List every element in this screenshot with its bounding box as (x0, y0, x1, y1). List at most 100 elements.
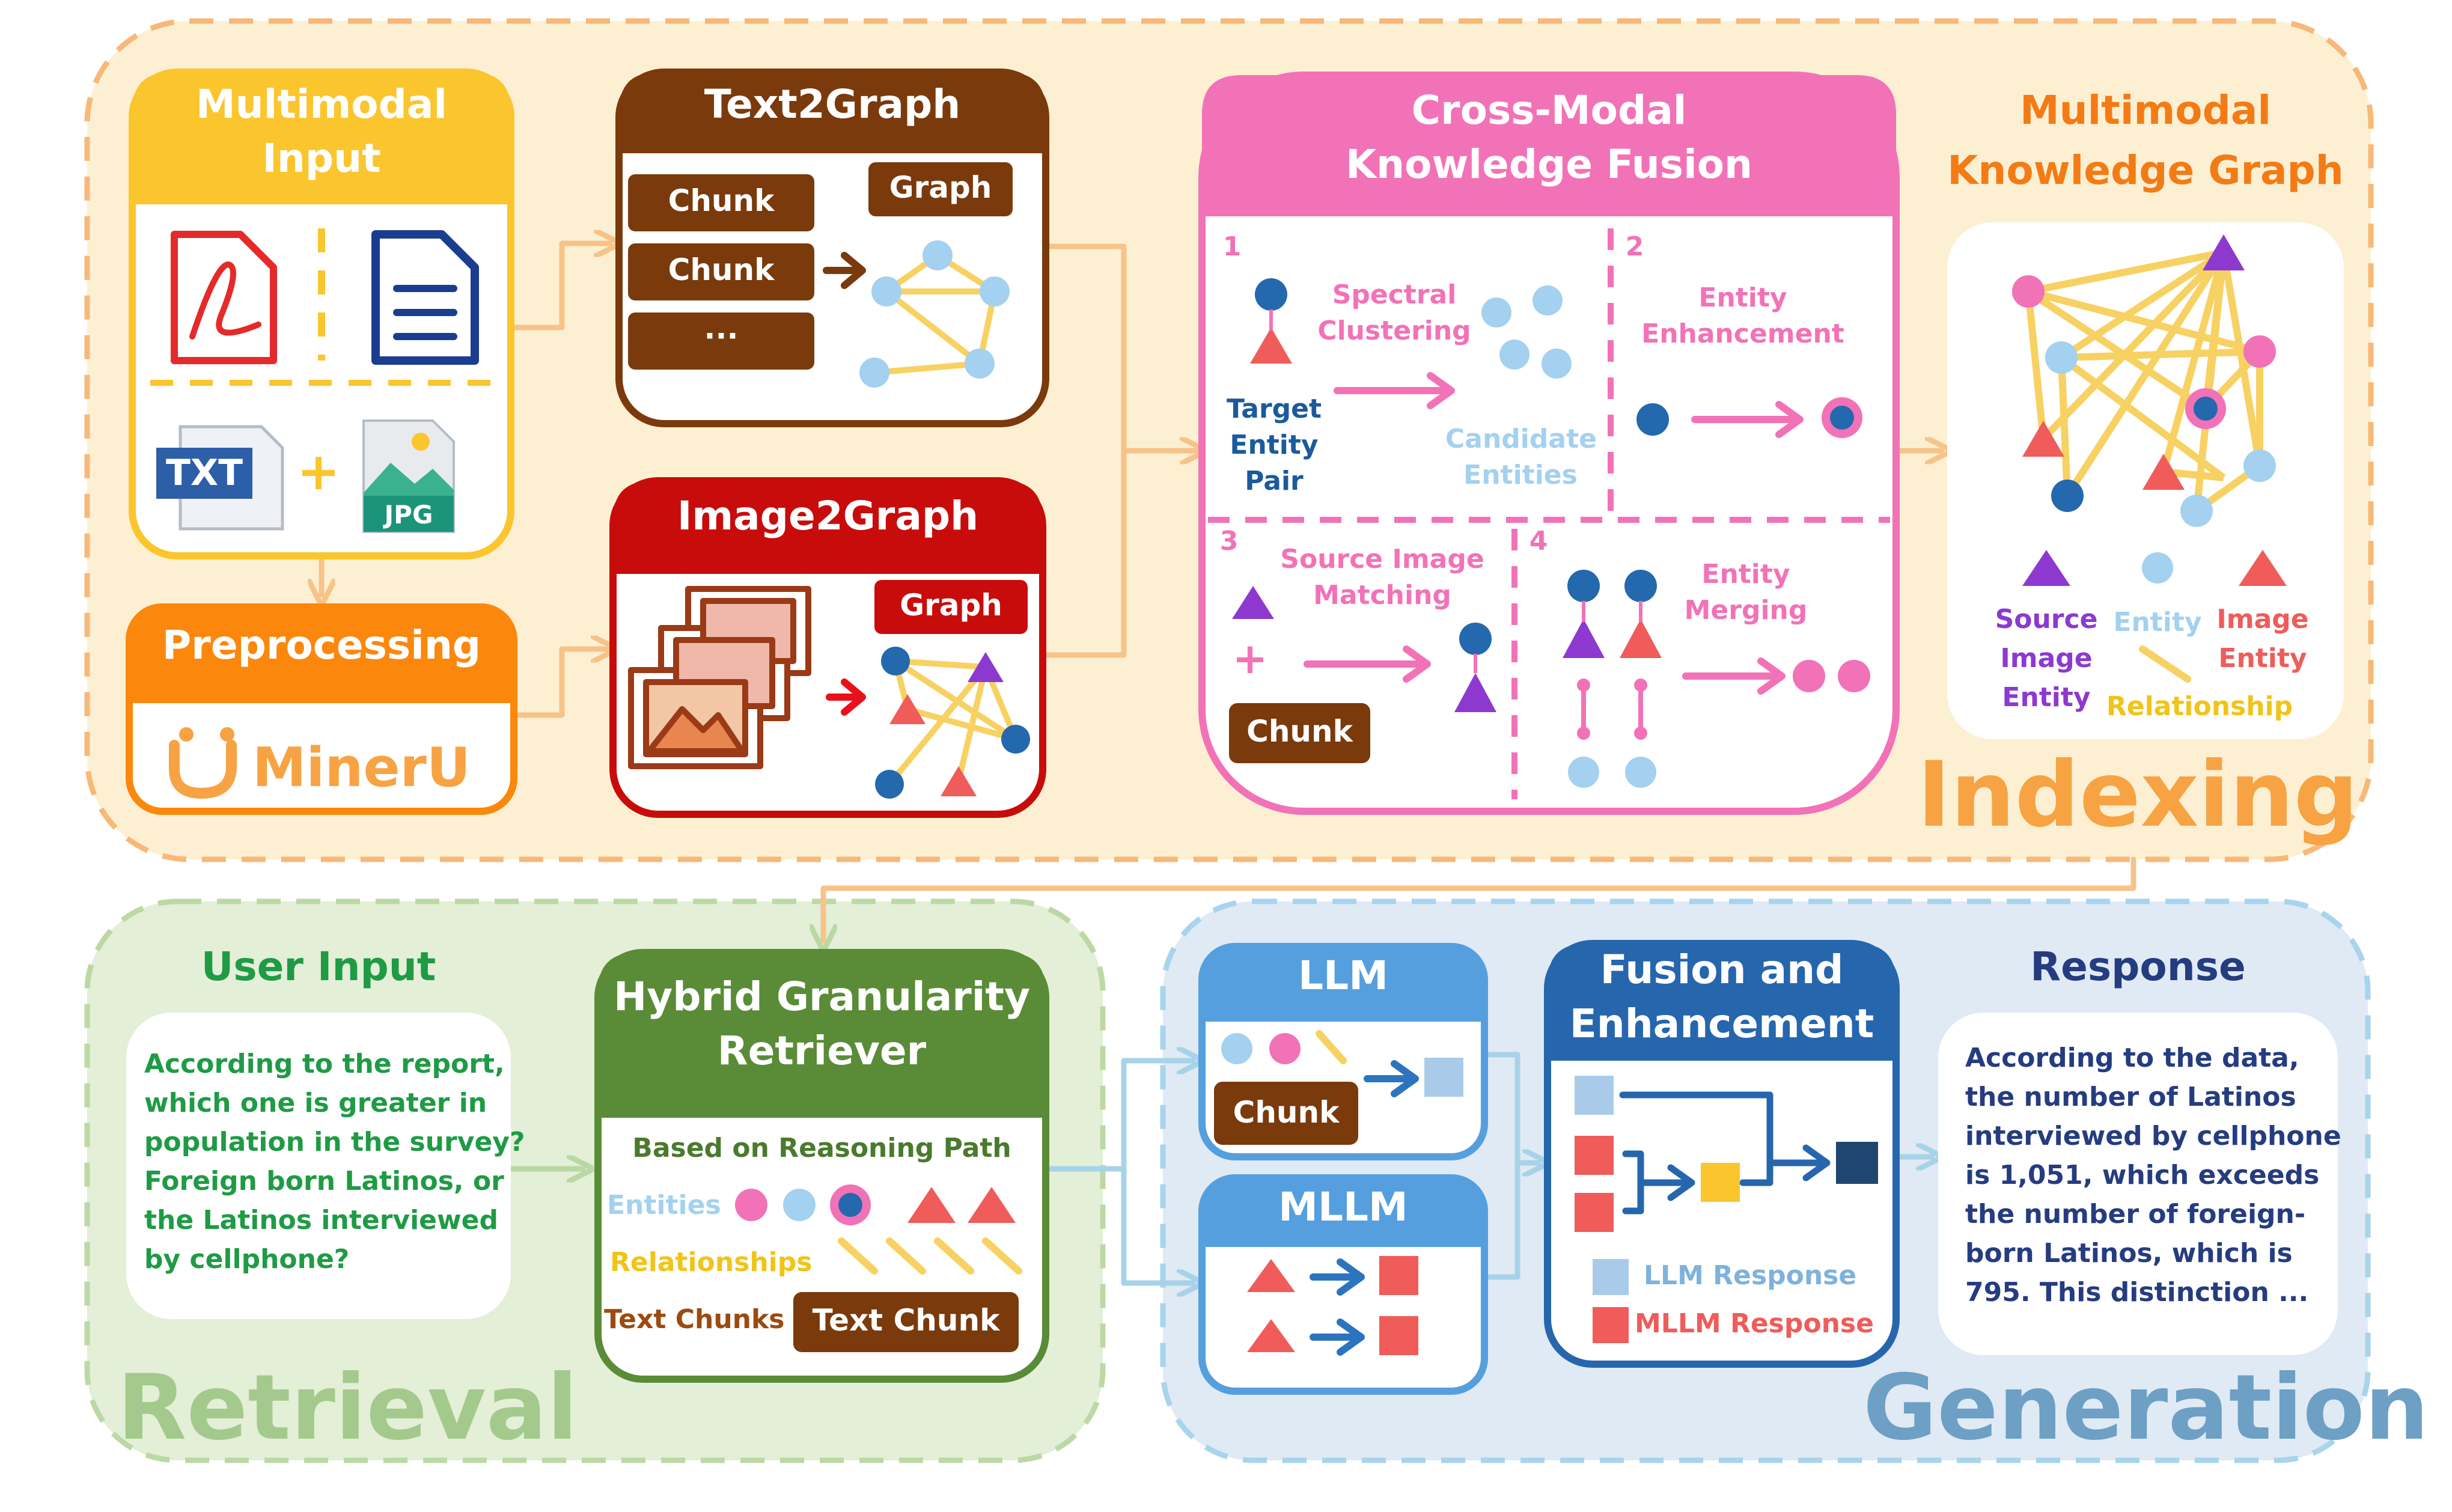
legend-image-icon (2239, 550, 2287, 586)
fusion-chunk-label: Chunk (1246, 714, 1353, 749)
user-input-line-5: the Latinos interviewed (144, 1205, 498, 1236)
user-input-line-4: Foreign born Latinos, or (144, 1166, 504, 1196)
source-image-matching-arrow (1304, 645, 1431, 683)
legend-relationship: Relationship (2106, 691, 2293, 722)
generation-label: Generation (1863, 1356, 2429, 1460)
jpg-file-icon (362, 419, 455, 533)
preprocessing-to-image2graph-arrow (514, 649, 607, 718)
legend-source-3: Entity (2002, 682, 2091, 713)
candidate-label-2: Entities (1463, 460, 1578, 490)
user-input-line-3: population in the survey? (144, 1127, 525, 1157)
mmkg-title-2: Knowledge Graph (1947, 147, 2344, 194)
fusion-enh-title-2: Enhancement (1569, 1001, 1874, 1047)
text2graph-graph-label: Graph (889, 170, 992, 205)
text2graph-chunk1: Chunk (668, 183, 775, 218)
mllm-arrow-1 (1310, 1258, 1365, 1296)
fusion-enh-title-1: Fusion and (1600, 947, 1844, 993)
image2graph-to-fusion-arrow (1040, 448, 1127, 658)
response-line-7: 795. This distinction ... (1965, 1277, 2309, 1308)
preprocessing-title: Preprocessing (162, 622, 481, 668)
retriever-text-chunk-bg (793, 1292, 1019, 1352)
fusion-title-2: Knowledge Fusion (1345, 141, 1753, 187)
txt-label: TXT (165, 452, 243, 494)
text2graph-chunk3: ··· (704, 319, 739, 353)
user-input-title: User Input (201, 943, 436, 990)
user-input-line-6: by cellphone? (144, 1244, 350, 1275)
llm-arrow (1364, 1060, 1419, 1097)
legend-llm-square (1593, 1259, 1629, 1295)
retriever-to-mllm-arrow (1121, 1166, 1193, 1283)
legend-entity: Entity (2113, 607, 2202, 638)
fusion-step-4: 4 (1529, 526, 1548, 556)
response-line-3: interviewed by cellphone (1965, 1121, 2341, 1151)
retriever-subtitle: Based on Reasoning Path (632, 1133, 1011, 1163)
response-line-6: born Latinos, which is (1965, 1238, 2293, 1269)
enhancement-label-1: Entity (1698, 282, 1787, 313)
fusion-plus: + (1232, 634, 1268, 683)
image2graph-graph-label: Graph (900, 588, 1002, 623)
entity-enhancement-arrow (1691, 401, 1804, 438)
text2graph-chunk2: Chunk (668, 252, 775, 287)
spectral-label-1: Spectral (1332, 279, 1457, 310)
legend-image-2: Entity (2218, 643, 2307, 674)
indexing-to-retrieval-connector (823, 856, 2136, 940)
enhancement-label-2: Enhancement (1641, 319, 1844, 349)
image2graph-graph-bg (874, 580, 1028, 634)
fusion-step-1: 1 (1222, 231, 1242, 262)
llm-chunk-label: Chunk (1233, 1095, 1340, 1130)
llm-chunk-bg (1214, 1082, 1358, 1145)
retriever-textchunks-label: Text Chunks (604, 1304, 785, 1335)
text2graph-chunk1-bg (628, 174, 814, 231)
fusion-step-2: 2 (1625, 231, 1644, 262)
plus-sign: + (296, 442, 341, 502)
retriever-entities-label: Entities (607, 1190, 721, 1221)
legend-image-1: Image (2216, 604, 2309, 635)
merging-label-2: Merging (1684, 595, 1808, 626)
llm-to-fusion-arrow (1481, 1052, 1539, 1163)
pdf-icon (171, 231, 277, 364)
response-line-4: is 1,051, which exceeds (1965, 1160, 2320, 1190)
text2graph-to-fusion-arrow (1040, 243, 1196, 451)
llm-title: LLM (1298, 953, 1388, 999)
legend-entity-icon (2142, 552, 2173, 584)
mllm-to-fusion-arrow (1481, 1160, 1520, 1280)
user-input-line-1: According to the report, (144, 1049, 505, 1079)
multimodal-input-title-1: Multimodal (196, 81, 447, 127)
response-line-1: According to the data, (1965, 1043, 2299, 1073)
fusion-title-1: Cross-Modal (1411, 87, 1687, 133)
mllm-title: MLLM (1278, 1184, 1408, 1230)
document-icon (371, 230, 479, 365)
target-label-3: Pair (1245, 466, 1304, 496)
target-label-2: Entity (1230, 430, 1319, 460)
spectral-clustering-arrow (1334, 372, 1455, 409)
legend-source-icon (2022, 550, 2070, 586)
fusion-step-3: 3 (1219, 526, 1239, 556)
user-input-line-2: which one is greater in (144, 1088, 487, 1118)
entity-merging-arrow (1682, 657, 1786, 695)
indexing-label: Indexing (1917, 743, 2359, 847)
user-input-box (126, 1013, 511, 1319)
image2graph-arrow (826, 678, 866, 716)
response-line-5: the number of foreign- (1965, 1199, 2306, 1230)
mmkg-graph (2025, 249, 2263, 514)
response-box (1938, 1013, 2338, 1355)
merging-label-1: Entity (1701, 559, 1790, 590)
response-title: Response (2030, 943, 2246, 990)
txt-file-icon (156, 425, 284, 531)
legend-relationship-icon (2139, 645, 2191, 683)
text2graph-chunk3-bg (628, 312, 814, 370)
retriever-title-1: Hybrid Granularity (613, 974, 1031, 1020)
target-label-1: Target (1226, 394, 1322, 424)
fusion-chunk-bg (1229, 703, 1370, 763)
retriever-to-llm-arrow (1043, 1061, 1193, 1172)
input-to-text2graph-arrow (511, 243, 610, 331)
text2graph-graph-bg (868, 162, 1013, 216)
retriever-text-chunk: Text Chunk (812, 1303, 1000, 1338)
legend-mllm-square (1593, 1307, 1629, 1343)
images-icon (628, 586, 811, 769)
legend-llm-response: LLM Response (1644, 1260, 1857, 1291)
legend-mllm-response: MLLM Response (1635, 1308, 1874, 1339)
legend-source-1: Source (1995, 604, 2098, 635)
legend-source-2: Image (2000, 643, 2093, 674)
mineru-label: MinerU (252, 736, 471, 799)
